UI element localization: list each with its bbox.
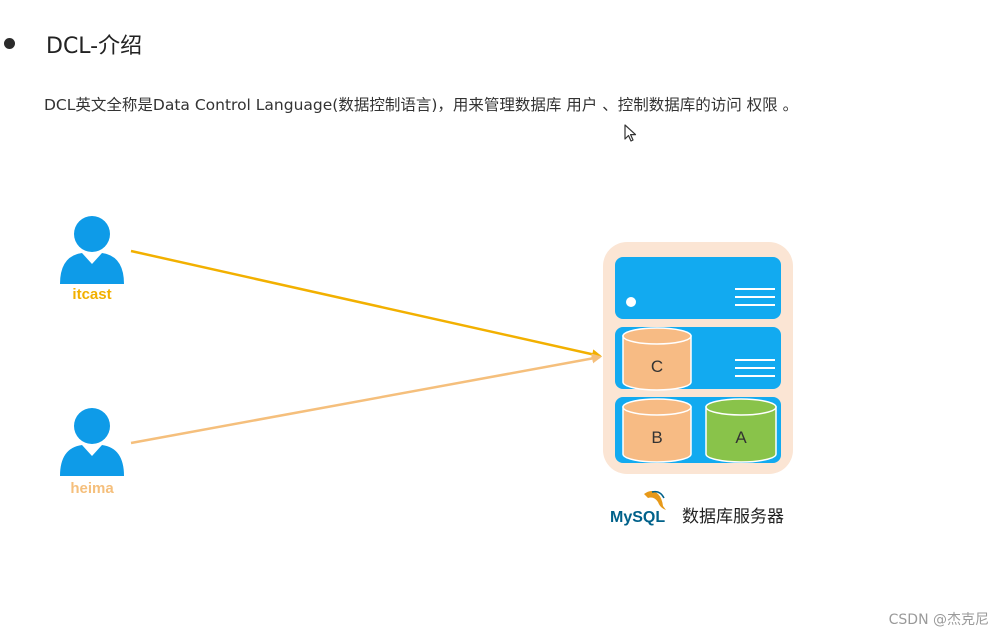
user-label: heima	[70, 480, 114, 497]
vent-lines-icon	[735, 359, 775, 377]
watermark: CSDN @杰克尼	[888, 612, 989, 628]
heima-arrow	[130, 353, 602, 445]
user-itcast: itcast	[52, 212, 132, 303]
database-server: C B A	[603, 242, 793, 474]
vent-lines-icon	[735, 288, 775, 306]
server-panel-top	[615, 257, 781, 319]
description-text: DCL英文全称是Data Control Language(数据控制语言)，用来…	[44, 96, 799, 114]
database-c: C	[622, 327, 692, 391]
database-b: B	[622, 398, 692, 463]
user-icon	[60, 408, 124, 476]
database-label: C	[651, 357, 663, 376]
user-label: itcast	[72, 286, 112, 303]
mouse-cursor-icon	[624, 124, 637, 142]
slide-title: DCL-介绍	[46, 34, 143, 59]
itcast-arrow	[130, 249, 602, 360]
power-indicator-icon	[626, 297, 636, 307]
mysql-logo-text: MySQL	[610, 509, 665, 526]
database-label: B	[651, 428, 662, 447]
user-heima: heima	[52, 404, 132, 497]
user-icon	[60, 216, 124, 284]
server-label: 数据库服务器	[682, 507, 784, 527]
bullet-point	[4, 38, 15, 49]
database-a: A	[705, 398, 777, 463]
mysql-logo-icon: MySQL	[610, 490, 666, 526]
database-label: A	[735, 428, 747, 447]
